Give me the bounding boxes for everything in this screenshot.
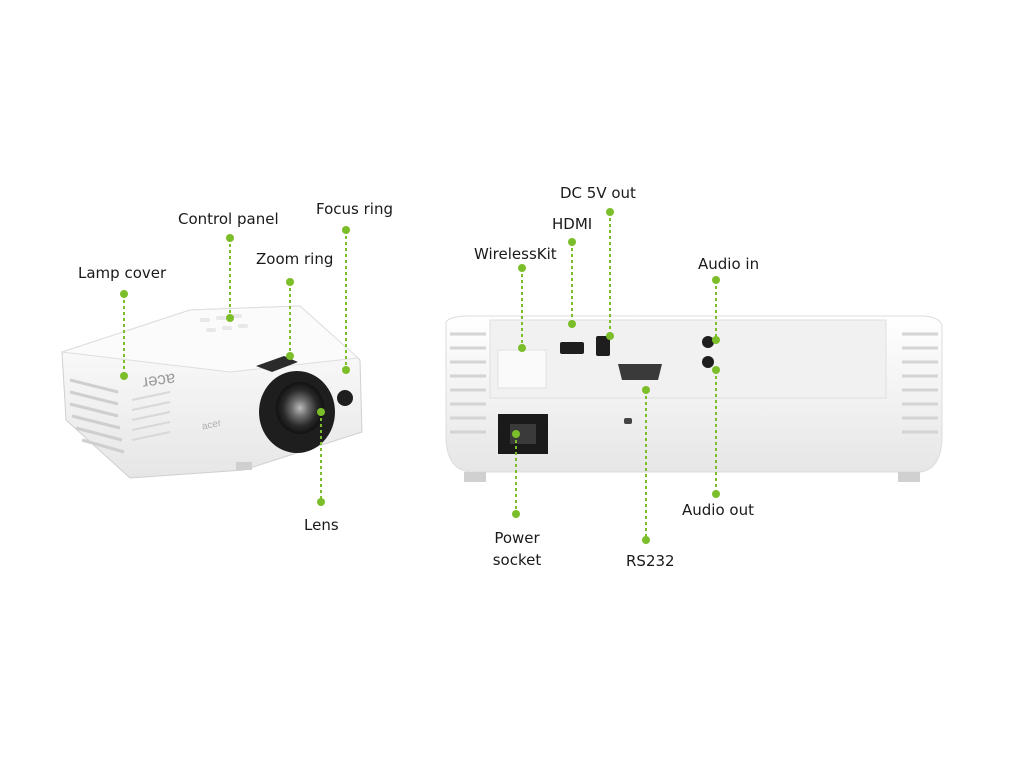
label-hdmi: HDMI	[552, 215, 593, 233]
side-vents	[69, 378, 125, 454]
top-logo: acer	[141, 369, 177, 392]
callouts	[123, 212, 717, 540]
power-socket-inner	[510, 424, 536, 444]
rear-foot-right	[898, 472, 920, 482]
front-vents	[131, 391, 171, 441]
label-control-panel: Control panel	[178, 210, 279, 228]
projector-top	[61, 305, 360, 373]
wireless-kit-slot	[497, 349, 547, 389]
lens-glass	[276, 382, 324, 434]
hdmi-port	[560, 342, 584, 354]
foot	[236, 462, 252, 470]
rear-vents-left	[450, 332, 486, 434]
kensington-lock	[624, 418, 632, 424]
zoom-ring	[256, 356, 298, 372]
audio-out-jack	[702, 356, 714, 368]
projector-rear	[445, 315, 943, 482]
label-audio-out: Audio out	[682, 501, 754, 519]
label-dc-5v-out: DC 5V out	[560, 184, 636, 202]
audio-in-jack	[702, 336, 714, 348]
callout-dots	[120, 208, 720, 544]
rear-foot-left	[464, 472, 486, 482]
rear-vents-right	[902, 332, 938, 434]
label-power-socket-line1: Power	[494, 529, 540, 547]
usb-port	[596, 336, 610, 356]
label-rs232: RS232	[626, 552, 675, 570]
focus-sensor	[337, 390, 353, 406]
control-panel	[200, 314, 248, 332]
label-audio-in: Audio in	[698, 255, 760, 273]
front-logo: acer	[201, 418, 223, 433]
label-focus-ring: Focus ring	[316, 200, 393, 218]
io-panel	[489, 319, 887, 399]
label-power-socket: Power socket	[488, 527, 546, 571]
projector-front: acer acer	[61, 305, 363, 479]
label-lamp-cover: Lamp cover	[78, 264, 167, 282]
label-lens: Lens	[304, 516, 339, 534]
label-power-socket-line2: socket	[492, 551, 542, 569]
label-zoom-ring: Zoom ring	[256, 250, 334, 268]
label-wireless-kit: WirelessKit	[474, 245, 557, 263]
rs232-port	[618, 364, 662, 380]
